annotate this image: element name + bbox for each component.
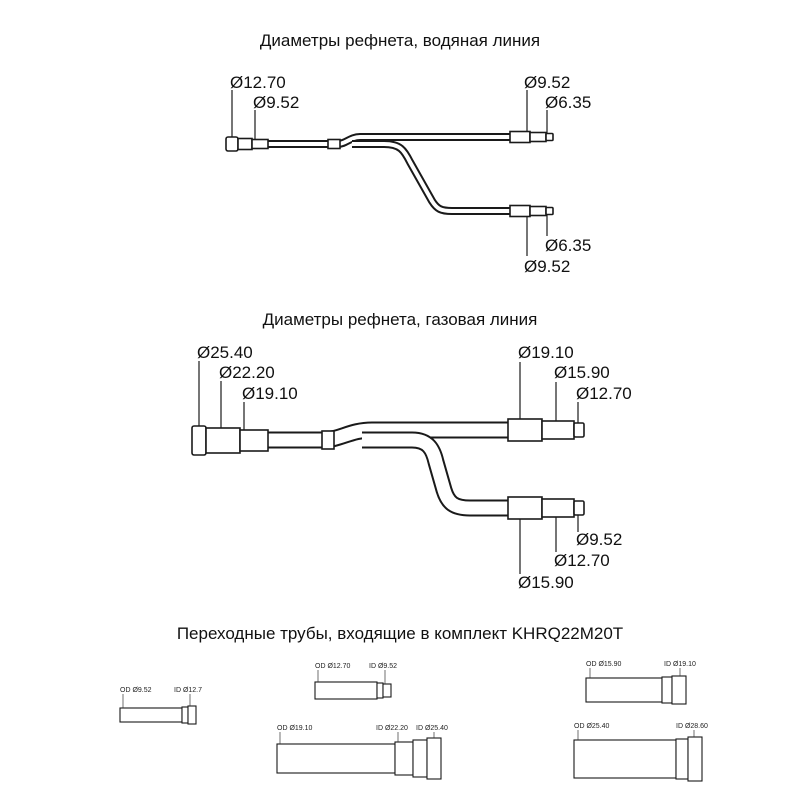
tube-3-id-label: ID Ø19.10 [664,661,696,668]
gas-line-heading: Диаметры рефнета, газовая линия [262,310,538,329]
tube-taper [376,682,384,699]
water-inlet-id-label: Ø9.52 [253,93,299,112]
water-top-id-label: Ø6.35 [545,93,591,112]
gas-top-15-label: Ø15.90 [554,363,610,382]
water-top-outlet-od [509,130,531,144]
tube-socket [187,705,197,725]
water-inlet-sleeve-od [237,137,253,151]
gas-bottom-outlet-9 [573,500,585,516]
tube-socket [671,675,687,705]
transition-tube-5: OD Ø25.40 ID Ø28.60 [573,723,708,782]
tube-4-id-b-label: ID Ø25.40 [416,725,448,732]
transition-tubes-heading: Переходные трубы, входящие в комплект KH… [176,624,624,643]
water-top-outlet-id [529,131,547,143]
water-joint-collar [327,138,341,150]
water-bottom-outlet-od [509,204,531,218]
gas-inlet-19-label: Ø19.10 [242,384,298,403]
gas-bottom-outlet-12 [541,498,575,518]
water-line-heading: Диаметры рефнета, водяная линия [259,31,541,50]
gas-refnet-joint: Ø25.40 Ø22.20 Ø19.10 Ø19.10 Ø15.90 Ø12.7… [191,343,632,592]
tube-body [314,681,378,700]
tube-taper [181,706,189,724]
transition-tube-2: OD Ø12.70 ID Ø9.52 [314,663,397,700]
transition-tube-1: OD Ø9.52 ID Ø12.7 [119,687,202,725]
tube-taper [661,676,673,704]
water-top-od-label: Ø9.52 [524,73,570,92]
tube-5-od-label: OD Ø25.40 [574,723,610,730]
gas-top-12-label: Ø12.70 [576,384,632,403]
tube-step-22 [394,741,414,776]
gas-joint-collar [321,430,335,450]
tube-taper [675,738,689,780]
transition-tube-4: OD Ø19.10 ID Ø22.20 ID Ø25.40 [276,725,448,780]
water-inlet-cap [225,136,239,152]
water-inlet-sleeve-id [251,138,269,150]
tube-socket-25 [426,737,442,780]
gas-bottom-outlet-15 [507,496,543,520]
gas-top-outlet-15 [541,420,575,440]
gas-bottom-15-label: Ø15.90 [518,573,574,592]
water-top-outlet-tip [545,132,554,142]
tube-socket [382,683,392,698]
tube-1-id-label: ID Ø12.7 [174,687,202,694]
water-pipe-body [268,133,510,215]
tube-body [276,743,396,774]
tube-body [119,707,183,723]
tube-body [585,677,663,703]
tube-body [573,739,677,779]
gas-top-outlet-19 [507,418,543,442]
gas-inlet-sleeve-22 [239,429,269,452]
water-bottom-outlet-id [529,205,547,217]
water-bottom-od-label: Ø9.52 [524,257,570,276]
tube-1-od-label: OD Ø9.52 [120,687,152,694]
tube-4-od-label: OD Ø19.10 [277,725,313,732]
gas-bottom-12-label: Ø12.70 [554,551,610,570]
tube-4-id-a-label: ID Ø22.20 [376,725,408,732]
tube-taper [412,739,428,778]
transition-tube-3: OD Ø15.90 ID Ø19.10 [585,661,696,705]
gas-bottom-9-label: Ø9.52 [576,530,622,549]
water-bottom-outlet-tip [545,206,554,216]
gas-inlet-sleeve-25 [205,427,241,454]
gas-inlet-cap [191,425,207,456]
gas-pipe-body [268,421,510,517]
tube-2-id-label: ID Ø9.52 [369,663,397,670]
gas-inlet-25-label: Ø25.40 [197,343,253,362]
tube-3-od-label: OD Ø15.90 [586,661,622,668]
tube-2-od-label: OD Ø12.70 [315,663,351,670]
tube-socket [687,736,703,782]
tube-5-id-label: ID Ø28.60 [676,723,708,730]
water-inlet-od-label: Ø12.70 [230,73,286,92]
gas-inlet-22-label: Ø22.20 [219,363,275,382]
gas-top-19-label: Ø19.10 [518,343,574,362]
water-refnet-joint: Ø12.70 Ø9.52 Ø9.52 Ø6.35 Ø6.35 Ø9.52 [225,73,591,276]
gas-top-outlet-12 [573,422,585,438]
water-bottom-id-label: Ø6.35 [545,236,591,255]
